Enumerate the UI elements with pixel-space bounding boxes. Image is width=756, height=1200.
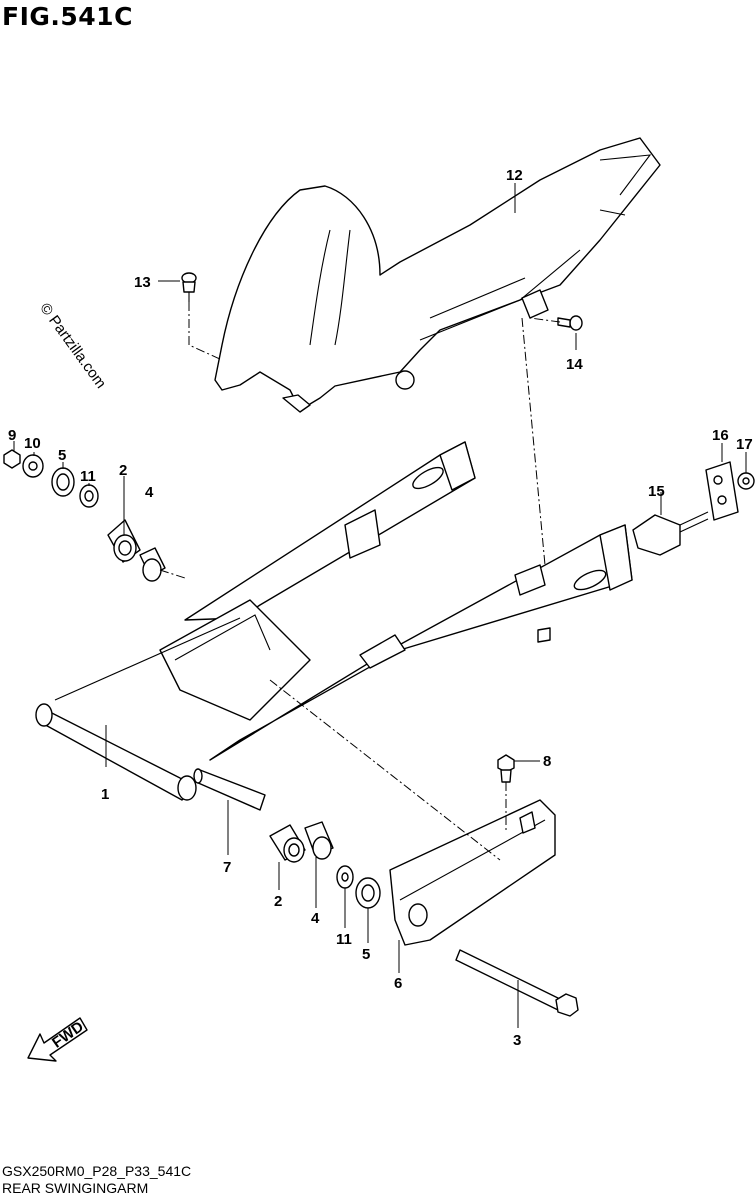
part-label-8: 8 — [543, 753, 551, 770]
part-label-5b: 5 — [362, 946, 370, 963]
fwd-arrow-icon: FWD — [27, 1017, 88, 1062]
sleeve-4a-icon[interactable] — [139, 547, 166, 582]
bearing-2b-icon[interactable] — [269, 824, 306, 863]
leader-lines — [13, 183, 747, 1028]
part-label-4a: 4 — [145, 484, 154, 501]
part-label-11a: 11 — [80, 468, 96, 485]
part-label-2b: 2 — [274, 893, 282, 910]
part-label-14: 14 — [566, 356, 583, 373]
washer-10-icon[interactable] — [22, 454, 44, 478]
figure-name: REAR SWINGINGARM — [2, 1180, 149, 1196]
pivot-shaft-7-icon[interactable] — [193, 768, 266, 811]
plate-16-icon[interactable] — [705, 461, 739, 521]
assembly-line-14 — [529, 317, 561, 323]
part-label-11b: 11 — [336, 931, 352, 948]
part-label-2a: 2 — [119, 462, 127, 479]
figure-title: FIG.541C — [2, 2, 133, 31]
part-label-1: 1 — [101, 786, 109, 803]
part-label-9: 9 — [8, 427, 16, 444]
collar-5b-icon[interactable] — [355, 877, 381, 909]
part-label-16: 16 — [712, 427, 729, 444]
assembly-line-12 — [521, 317, 546, 566]
spacer-11a-icon[interactable] — [79, 484, 99, 508]
part-label-13: 13 — [134, 274, 151, 291]
spacer-11b-icon[interactable] — [336, 865, 354, 889]
assembly-line-6 — [269, 679, 501, 861]
assembly-line-13 — [188, 302, 223, 361]
chain-guard[interactable] — [214, 137, 661, 413]
bearing-2a-icon[interactable] — [107, 519, 141, 563]
adjuster-15-icon[interactable] — [632, 511, 709, 556]
part-label-17: 17 — [736, 436, 753, 453]
part-label-4b: 4 — [311, 910, 320, 927]
bolt-8-icon[interactable] — [497, 754, 515, 783]
part-label-5a: 5 — [58, 447, 66, 464]
part-label-6: 6 — [394, 975, 402, 992]
bolt-14-icon[interactable] — [557, 315, 583, 331]
part-label-12: 12 — [506, 167, 523, 184]
nut-17-icon[interactable] — [737, 472, 755, 490]
collar-5a-icon[interactable] — [51, 467, 75, 497]
part-label-3: 3 — [513, 1032, 521, 1049]
bolt-13-icon[interactable] — [181, 272, 197, 302]
nut-9-icon[interactable] — [3, 449, 21, 469]
part-label-10: 10 — [24, 435, 41, 452]
assembly-line-pivot — [159, 569, 186, 579]
swingarm[interactable] — [35, 441, 633, 801]
chain-buffer-6[interactable] — [389, 799, 556, 946]
part-label-7: 7 — [223, 859, 231, 876]
figure-code: GSX250RM0_P28_P33_541C — [2, 1163, 192, 1179]
pivot-bolt-3-icon[interactable] — [455, 949, 579, 1017]
sleeve-4b-icon[interactable] — [304, 821, 334, 860]
part-label-15: 15 — [648, 483, 665, 500]
